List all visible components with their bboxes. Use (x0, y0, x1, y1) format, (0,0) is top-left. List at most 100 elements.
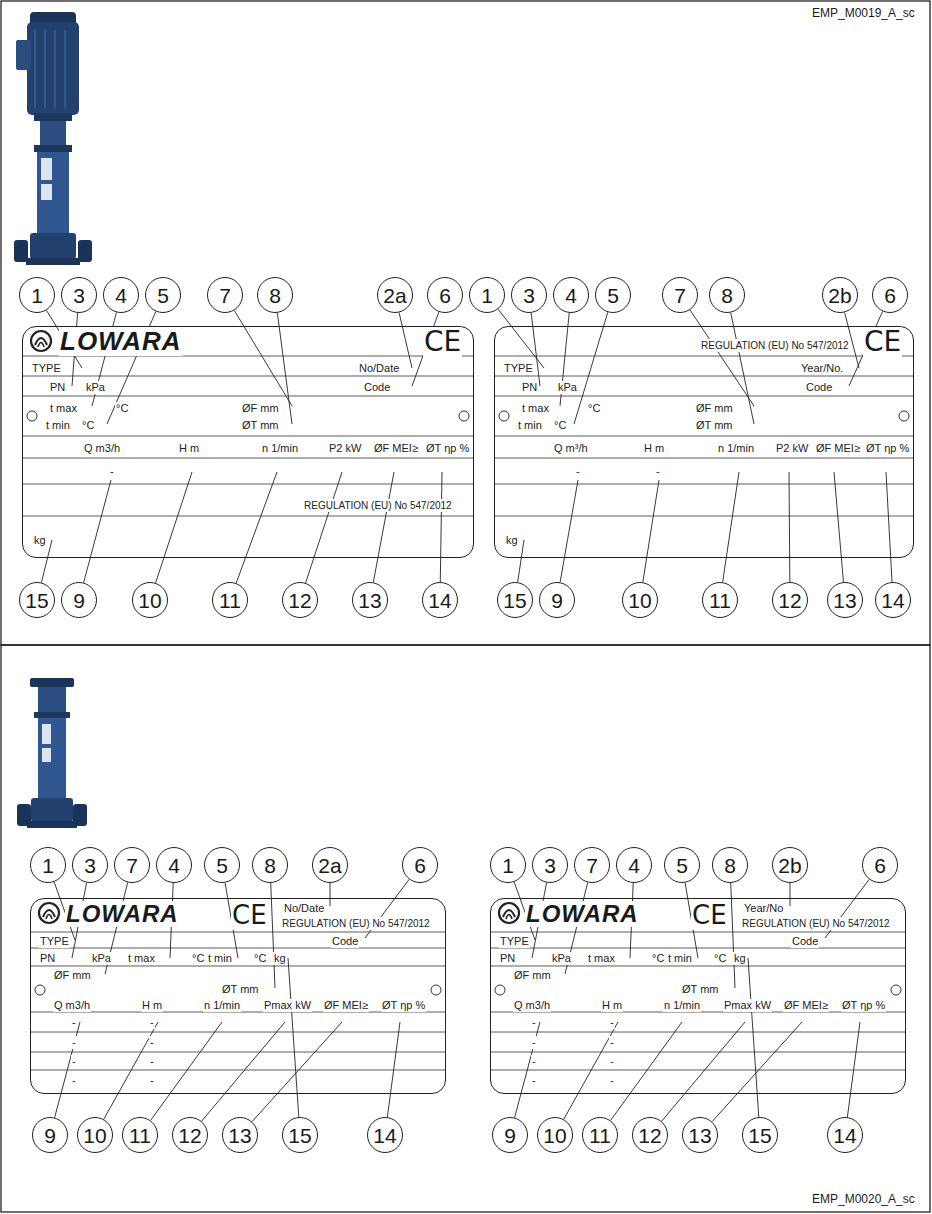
callout-circle: 14 (422, 582, 458, 618)
plate-field-label: - (531, 1016, 537, 1029)
plate-field-label: - (531, 1074, 537, 1087)
callout-number: 15 (25, 590, 48, 611)
plate-field-label: - (71, 1055, 77, 1068)
callout-circle: 12 (172, 1117, 208, 1153)
plate-field-label: °C (191, 952, 205, 965)
callout-circle: 1 (30, 847, 66, 883)
callout-circle: 6 (402, 847, 438, 883)
plate-field-label: Year/No (743, 902, 784, 915)
plate-field-label: kg (33, 534, 47, 547)
callout-circle: 14 (875, 582, 911, 618)
callout-number: 9 (73, 590, 85, 611)
leader-line (373, 472, 394, 582)
plate-rule (491, 932, 905, 933)
plate-field-label: H m (141, 999, 163, 1012)
callout-circle: 7 (662, 277, 698, 313)
plate-field-label: REGULATION (EU) No 547/2012 (700, 339, 850, 352)
plate-rule (31, 948, 445, 949)
leader-line (306, 472, 342, 583)
plate-field-label: - (149, 1016, 155, 1029)
callout-number: 3 (544, 855, 556, 876)
callout-number: 15 (288, 1125, 311, 1146)
plate-field-label: ØF MEI≥ (323, 999, 369, 1012)
callout-number: 11 (129, 1125, 151, 1146)
plate-rule (23, 376, 473, 377)
callout-circle: 10 (132, 582, 168, 618)
plate-field-label: ØT mm (221, 983, 259, 996)
plate-field-label: Q m3/h (53, 999, 91, 1012)
plate-field-label: °C (587, 402, 601, 415)
callout-number: 15 (748, 1125, 771, 1146)
plate-field-label: °C (115, 402, 129, 415)
ce-mark: CE (231, 901, 268, 930)
leader-line (252, 1022, 342, 1122)
plate-field-label: ØF MEI≥ (815, 442, 861, 455)
callout-circle: 15 (497, 582, 533, 618)
plate-field-label: - (655, 465, 661, 478)
plate-field-label: H m (178, 442, 200, 455)
leader-line (55, 1022, 80, 1118)
callout-number: 12 (638, 1125, 661, 1146)
callout-number: 7 (219, 285, 231, 306)
callout-number: 10 (628, 590, 651, 611)
callout-circle: 8 (712, 847, 748, 883)
logo-mark (31, 331, 51, 351)
logo-text: LOWARA (65, 901, 180, 927)
callout-circle: 9 (61, 582, 97, 618)
plate-field-label: ØT mm (695, 419, 733, 432)
plate-rule (31, 1052, 445, 1053)
callout-number: 2a (383, 285, 406, 306)
logo-text: LOWARA (525, 901, 640, 927)
callout-number: 5 (676, 855, 688, 876)
plate-rule (23, 356, 473, 357)
callout-circle: 4 (616, 847, 652, 883)
callout-circle: 5 (204, 847, 240, 883)
plate-field-label: Q m3/h (83, 442, 121, 455)
plate-field-label: - (609, 1074, 615, 1087)
callout-circle: 9 (539, 582, 575, 618)
callout-circle: 3 (61, 277, 97, 313)
plate-rule (491, 1032, 905, 1033)
leader-line (611, 1022, 682, 1120)
plate-rule (495, 484, 913, 485)
plate-field-label: H m (643, 442, 665, 455)
plate-field-label: °C (253, 952, 267, 965)
plate-rule (495, 376, 913, 377)
plate-field-label: n 1/min (663, 999, 701, 1012)
callout-circle: 6 (872, 277, 908, 313)
plate-field-label: °C (713, 952, 727, 965)
callout-circle: 11 (582, 1117, 618, 1153)
callout-number: 6 (414, 855, 426, 876)
callout-circle: 13 (352, 582, 388, 618)
callout-circle: 10 (77, 1117, 113, 1153)
plate-field-label: Code (791, 935, 819, 948)
nameplate-rules (495, 356, 913, 516)
mounting-hole (35, 985, 45, 995)
callout-number: 12 (778, 590, 801, 611)
callout-circle: 8 (252, 847, 288, 883)
plate-rule (23, 516, 473, 517)
plate-field-label: REGULATION (EU) No 547/2012 (741, 917, 891, 930)
callout-number: 8 (724, 855, 736, 876)
callout-circle: 8 (257, 277, 293, 313)
plate-rule (23, 458, 473, 459)
plate-field-label: kPa (85, 381, 106, 394)
plate-field-label: ØT ηp % (425, 442, 470, 455)
plate-field-label: kPa (91, 952, 112, 965)
plate-field-label: n 1/min (261, 442, 299, 455)
callout-circle: 2b (822, 277, 858, 313)
leader-line (531, 313, 540, 386)
plate-field-label: - (575, 465, 581, 478)
nameplate: LOWARACETYPENo/DatePNkPaCodet max°CØF mm… (22, 326, 474, 558)
plate-field-label: t min (45, 419, 71, 432)
leader-lines (41, 309, 892, 1121)
callout-number: 3 (523, 285, 535, 306)
plate-field-label: n 1/min (717, 442, 755, 455)
plate-field-label: P2 kW (328, 442, 362, 455)
callout-circle: 11 (212, 582, 248, 618)
callout-circle: 12 (772, 582, 808, 618)
callout-number: 6 (874, 855, 886, 876)
panel-frame (1, 1, 930, 645)
leader-line (84, 480, 111, 583)
